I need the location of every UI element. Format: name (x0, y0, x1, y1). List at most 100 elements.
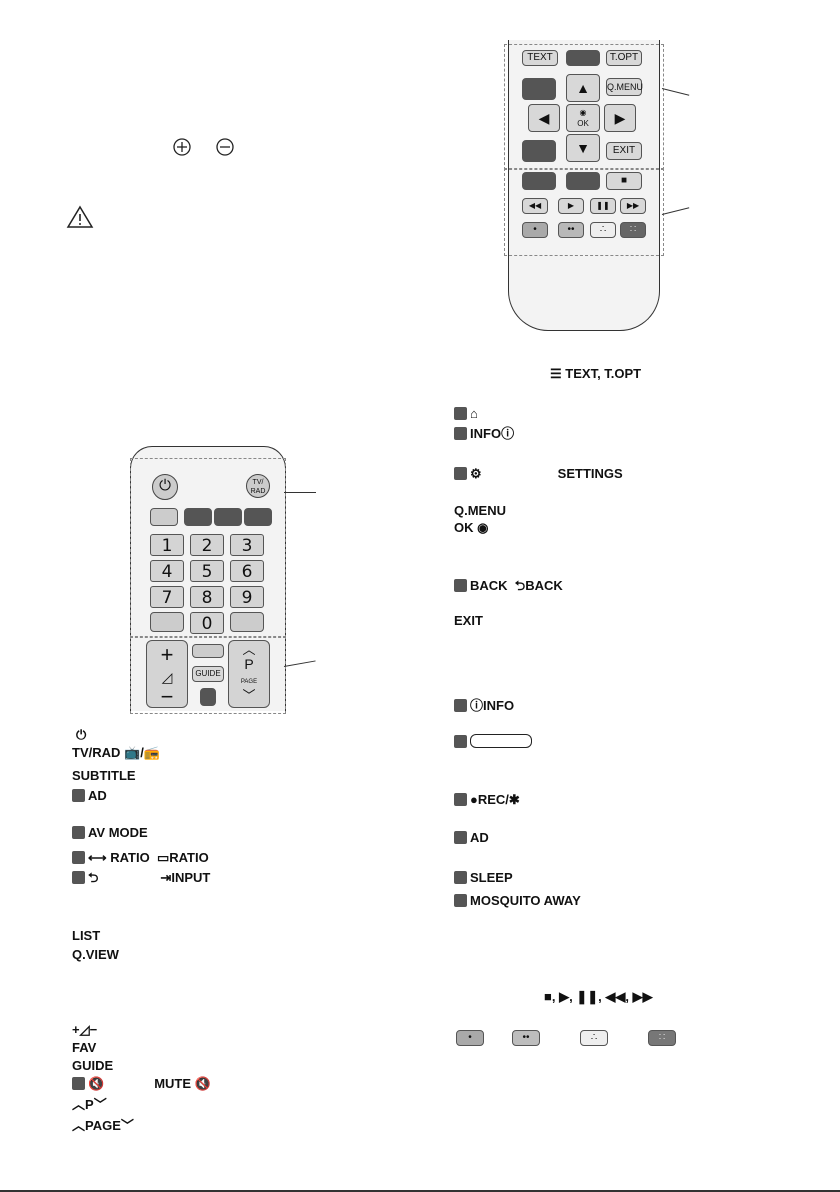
button-marker-icon (454, 735, 467, 748)
info-key-label-1: INFOⓘ (454, 426, 514, 442)
button-marker-icon (454, 407, 467, 420)
input-key-label: ⮌⇥INPUT (72, 870, 210, 886)
qmenu-key-label: Q.MENU (454, 503, 506, 518)
button-marker-icon (454, 579, 467, 592)
button-marker-icon (454, 831, 467, 844)
stop-button[interactable]: ■ (606, 172, 642, 190)
info-key-label-2: ⓘINFO (454, 698, 514, 714)
back-key-label: BACK ⮌BACK (454, 578, 563, 594)
ok-button[interactable]: ◉OK (566, 104, 600, 132)
remote-bottom-group-2 (130, 636, 286, 714)
mosquito-key-label: MOSQUITO AWAY (454, 893, 581, 909)
color-green-button[interactable]: •• (558, 222, 584, 238)
sleep-key-label: SLEEP (454, 870, 513, 886)
color-key-green: •• (512, 1030, 540, 1046)
number-key-2[interactable]: 2 (190, 534, 224, 556)
color-key-red: • (456, 1030, 484, 1046)
warning-triangle-icon (66, 205, 94, 228)
page-bottom-rule (0, 1190, 840, 1192)
text-button[interactable]: TEXT (522, 50, 558, 66)
ratio-button[interactable] (244, 508, 272, 526)
up-button[interactable]: ▲ (566, 74, 600, 102)
leader-line (284, 492, 316, 493)
text-topt-key-label: ☰ TEXT, T.OPT (550, 366, 642, 381)
fav-button[interactable] (192, 644, 224, 658)
remote-top-group-2 (504, 168, 664, 256)
info-button[interactable] (522, 172, 556, 190)
button-marker-icon (72, 826, 85, 839)
number-key-7[interactable]: 7 (150, 586, 184, 608)
topt-button[interactable]: T.OPT (606, 50, 642, 66)
p-key-label: ︿P﹀ (72, 1097, 107, 1112)
list-key-label: LIST (72, 928, 101, 943)
button-marker-icon (72, 1077, 85, 1090)
fastforward-button[interactable]: ▶▶ (620, 198, 646, 214)
number-key-6[interactable]: 6 (230, 560, 264, 582)
subtitle-key-label: SUBTITLE (72, 768, 136, 783)
mute-button[interactable] (200, 688, 216, 706)
number-key-3[interactable]: 3 (230, 534, 264, 556)
button-marker-icon (72, 789, 85, 802)
color-key-yellow: ∴ (580, 1030, 608, 1046)
number-key-4[interactable]: 4 (150, 560, 184, 582)
right-button[interactable]: ▶ (604, 104, 636, 132)
pause-button[interactable]: ❚❚ (590, 198, 616, 214)
ad-button[interactable] (184, 508, 212, 526)
avmode-key-label: AV MODE (72, 825, 148, 841)
settings-key-label: ⚙SETTINGS (454, 466, 623, 482)
rewind-button[interactable]: ◀◀ (522, 198, 548, 214)
ok-key-label: OK ◉ (454, 520, 489, 535)
left-button[interactable]: ◀ (528, 104, 560, 132)
ad-key-label: AD (72, 788, 107, 804)
number-key-0[interactable]: 0 (190, 612, 224, 634)
button-marker-icon (72, 871, 85, 884)
button-marker-icon (454, 699, 467, 712)
number-key-8[interactable]: 8 (190, 586, 224, 608)
power-icon: ⏻ (76, 727, 87, 742)
back-button[interactable] (522, 140, 556, 162)
button-marker-icon (454, 894, 467, 907)
qmenu-button[interactable]: Q.MENU (606, 78, 643, 96)
down-button[interactable]: ▼ (566, 134, 600, 162)
mute-key-label: 🔇MUTE 🔇 (72, 1076, 211, 1092)
exit-key-label: EXIT (454, 613, 483, 628)
simplink-key-label (454, 734, 532, 750)
fav-key-label: FAV (72, 1040, 97, 1055)
color-key-blue: ∷ (648, 1030, 676, 1046)
plus-circle-icon (173, 138, 191, 156)
tvrad-button[interactable]: TV/ RAD (246, 474, 270, 498)
blank-button[interactable] (150, 508, 178, 526)
power-button[interactable]: ⏻ (152, 474, 178, 500)
blank-button[interactable] (566, 50, 600, 66)
play-button[interactable]: ▶ (558, 198, 584, 214)
button-marker-icon (454, 467, 467, 480)
remote-top-group-1 (504, 44, 664, 170)
number-key-5[interactable]: 5 (190, 560, 224, 582)
minus-circle-icon (216, 138, 234, 156)
color-red-button[interactable]: • (522, 222, 548, 238)
remote-bottom-group-1 (130, 458, 286, 638)
number-key-1[interactable]: 1 (150, 534, 184, 556)
leader-line (661, 88, 690, 96)
ad-key-label-right: AD (454, 830, 489, 846)
volume-key-label: +◿− (72, 1022, 98, 1037)
exit-button[interactable]: EXIT (606, 142, 642, 160)
qview-key-label: Q.VIEW (72, 947, 119, 962)
number-key-9[interactable]: 9 (230, 586, 264, 608)
guide-key-label: GUIDE (72, 1058, 114, 1073)
guide-button[interactable]: GUIDE (192, 666, 224, 682)
simplink-logo-icon (470, 734, 532, 748)
playback-keys-label: ■, ▶, ❚❚, ◀◀, ▶▶ (544, 989, 653, 1004)
simplink-button[interactable] (566, 172, 600, 190)
home-key-label: ⌂ (454, 406, 478, 422)
color-yellow-button[interactable]: ∴ (590, 222, 616, 238)
button-marker-icon (454, 793, 467, 806)
home-button[interactable] (522, 78, 556, 100)
list-button[interactable] (150, 612, 184, 632)
avmode-button[interactable] (214, 508, 242, 526)
volume-rocker[interactable]: +◿− (146, 640, 188, 708)
button-marker-icon (454, 427, 467, 440)
qview-button[interactable] (230, 612, 264, 632)
color-blue-button[interactable]: ∷ (620, 222, 646, 238)
